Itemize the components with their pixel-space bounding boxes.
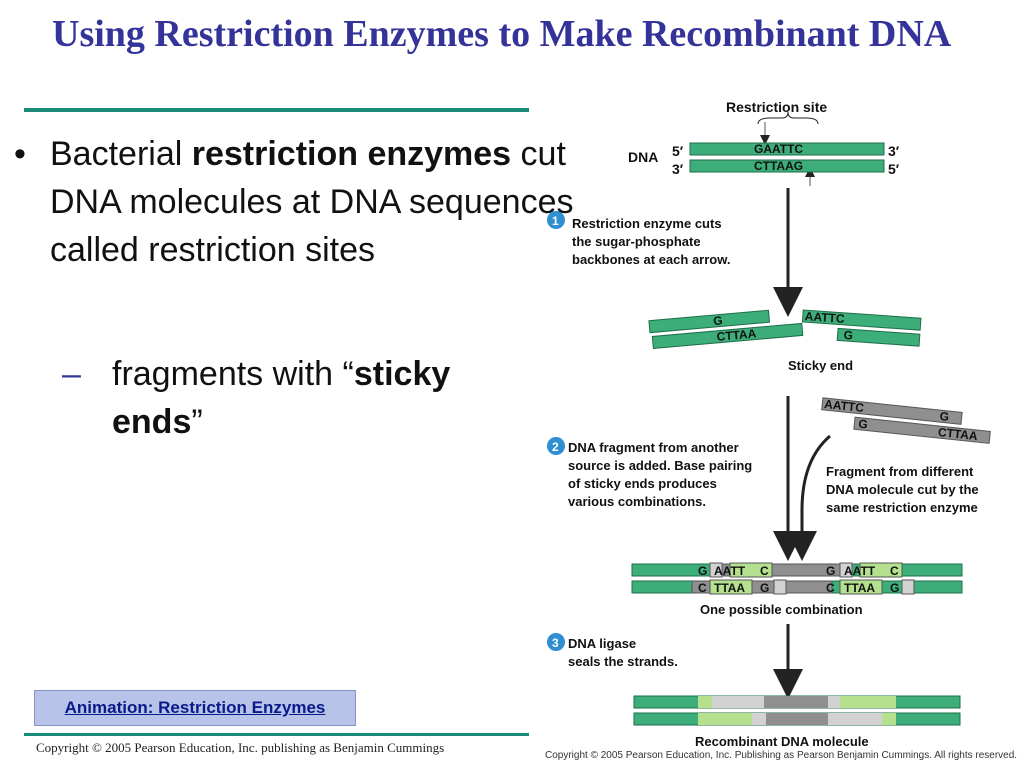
slide-title: Using Restriction Enzymes to Make Recomb… — [52, 13, 952, 55]
restriction-site-brace — [757, 111, 819, 125]
slide-copyright: Copyright © 2005 Pearson Education, Inc.… — [36, 740, 445, 755]
sub-text-post: ” — [191, 403, 203, 441]
right-fragment-bottom — [836, 327, 921, 347]
combo-g-2: G — [826, 564, 835, 578]
footer-divider — [24, 733, 529, 736]
left-fragment-top — [648, 309, 771, 334]
animation-link-button[interactable]: Animation: Restriction Enzymes — [34, 690, 356, 726]
step-1-line-2: the sugar-phosphate — [572, 234, 701, 249]
step-3-line-1: DNA ligase — [568, 636, 636, 651]
step-1-line-1: Restriction enzyme cuts — [572, 216, 722, 231]
combo-g-3: G — [760, 581, 769, 595]
title-divider — [24, 108, 529, 112]
sub-bullet-text: fragments with “sticky ends” — [112, 350, 532, 446]
end-label-top-right: 3′ — [888, 143, 900, 159]
right-fragment-sticky: AATTC — [804, 309, 845, 326]
step-2-line-3: of sticky ends produces — [568, 476, 717, 491]
main-bullet-text: Bacterial restriction enzymes cut DNA mo… — [50, 130, 594, 274]
sub-text-bold: sticky ends — [112, 355, 451, 441]
combo-aatt-1: AATT — [714, 564, 746, 578]
top-strand-sequence: GAATTC — [754, 142, 803, 156]
fragment-caption-3: same restriction enzyme — [826, 500, 978, 515]
animation-link-text[interactable]: Animation: Restriction Enzymes — [64, 698, 326, 717]
figure-copyright: Copyright © 2005 Pearson Education, Inc.… — [545, 750, 1018, 761]
left-fragment-sticky: CTTAA — [716, 326, 757, 343]
step-2-line-2: source is added. Base pairing — [568, 458, 752, 473]
step-1-circle — [547, 211, 565, 229]
left-fragment-bottom — [651, 322, 804, 349]
dna-bottom-strand — [689, 159, 885, 173]
combo-g-1: G — [698, 564, 707, 578]
gray-fragment-top — [821, 397, 963, 425]
gray-fragment-bottom — [853, 416, 991, 444]
bullet-text-pre: Bacterial — [50, 135, 192, 173]
sticky-end-label: Sticky end — [788, 358, 853, 373]
end-label-bottom-left: 3′ — [672, 161, 684, 177]
recombinant-label: Recombinant DNA molecule — [695, 734, 869, 749]
dna-label: DNA — [628, 149, 658, 165]
restriction-enzyme-diagram: Restriction site DNA 5′ 3′ 3′ 5′ GAATTC … — [547, 99, 991, 749]
left-fragment: G CTTAA — [648, 309, 804, 349]
step-3-line-2: seals the strands. — [568, 654, 678, 669]
combo-g-4: G — [890, 581, 899, 595]
step-1-number: 1 — [552, 214, 559, 228]
combo-c-3: C — [698, 581, 707, 595]
process-arrow-2-curved — [787, 434, 831, 561]
bullet-dot: • — [14, 135, 26, 173]
restriction-site-label: Restriction site — [726, 99, 827, 115]
sub-text-pre: fragments with “ — [112, 355, 354, 393]
step-3-number: 3 — [552, 636, 559, 650]
combo-c-2: C — [890, 564, 899, 578]
gray-fragment-g-bottom: G — [858, 417, 869, 432]
step-1-line-3: backbones at each arrow. — [572, 252, 730, 267]
left-fragment-g: G — [713, 313, 724, 328]
end-label-bottom-right: 5′ — [888, 161, 900, 177]
fragment-caption-2: DNA molecule cut by the — [826, 482, 979, 497]
right-fragment: AATTC G — [801, 309, 922, 347]
combo-c-1: C — [760, 564, 769, 578]
dna-top-strand — [689, 142, 885, 156]
recombinant-molecule — [633, 695, 961, 726]
bottom-strand-sequence: CTTAAG — [754, 159, 803, 173]
gray-fragment: AATTC G G CTTAA — [821, 397, 991, 444]
combo-c-4: C — [826, 581, 835, 595]
gray-fragment-aattc: AATTC — [824, 397, 865, 415]
right-fragment-g: G — [843, 328, 853, 343]
fragment-caption-1: Fragment from different — [826, 464, 974, 479]
gray-fragment-cttaa: CTTAA — [937, 425, 978, 443]
bullet-text-post: cut DNA molecules at DNA sequences calle… — [50, 135, 574, 269]
combo-ttaa-2: TTAA — [844, 581, 875, 595]
right-fragment-top — [801, 309, 922, 331]
sub-bullet-dash: – — [62, 355, 81, 393]
step-2-circle — [547, 437, 565, 455]
step-2-line-1: DNA fragment from another — [568, 440, 739, 455]
one-combination-label: One possible combination — [700, 602, 863, 617]
gray-fragment-g-top: G — [939, 409, 950, 424]
step-2-line-4: various combinations. — [568, 494, 706, 509]
combo-ttaa-1: TTAA — [714, 581, 745, 595]
step-2-number: 2 — [552, 440, 559, 454]
bullet-text-bold: restriction enzymes — [191, 135, 512, 173]
step-3-circle — [547, 633, 565, 651]
combo-aatt-2: AATT — [844, 564, 876, 578]
end-label-top-left: 5′ — [672, 143, 684, 159]
combination-molecule — [631, 562, 963, 595]
